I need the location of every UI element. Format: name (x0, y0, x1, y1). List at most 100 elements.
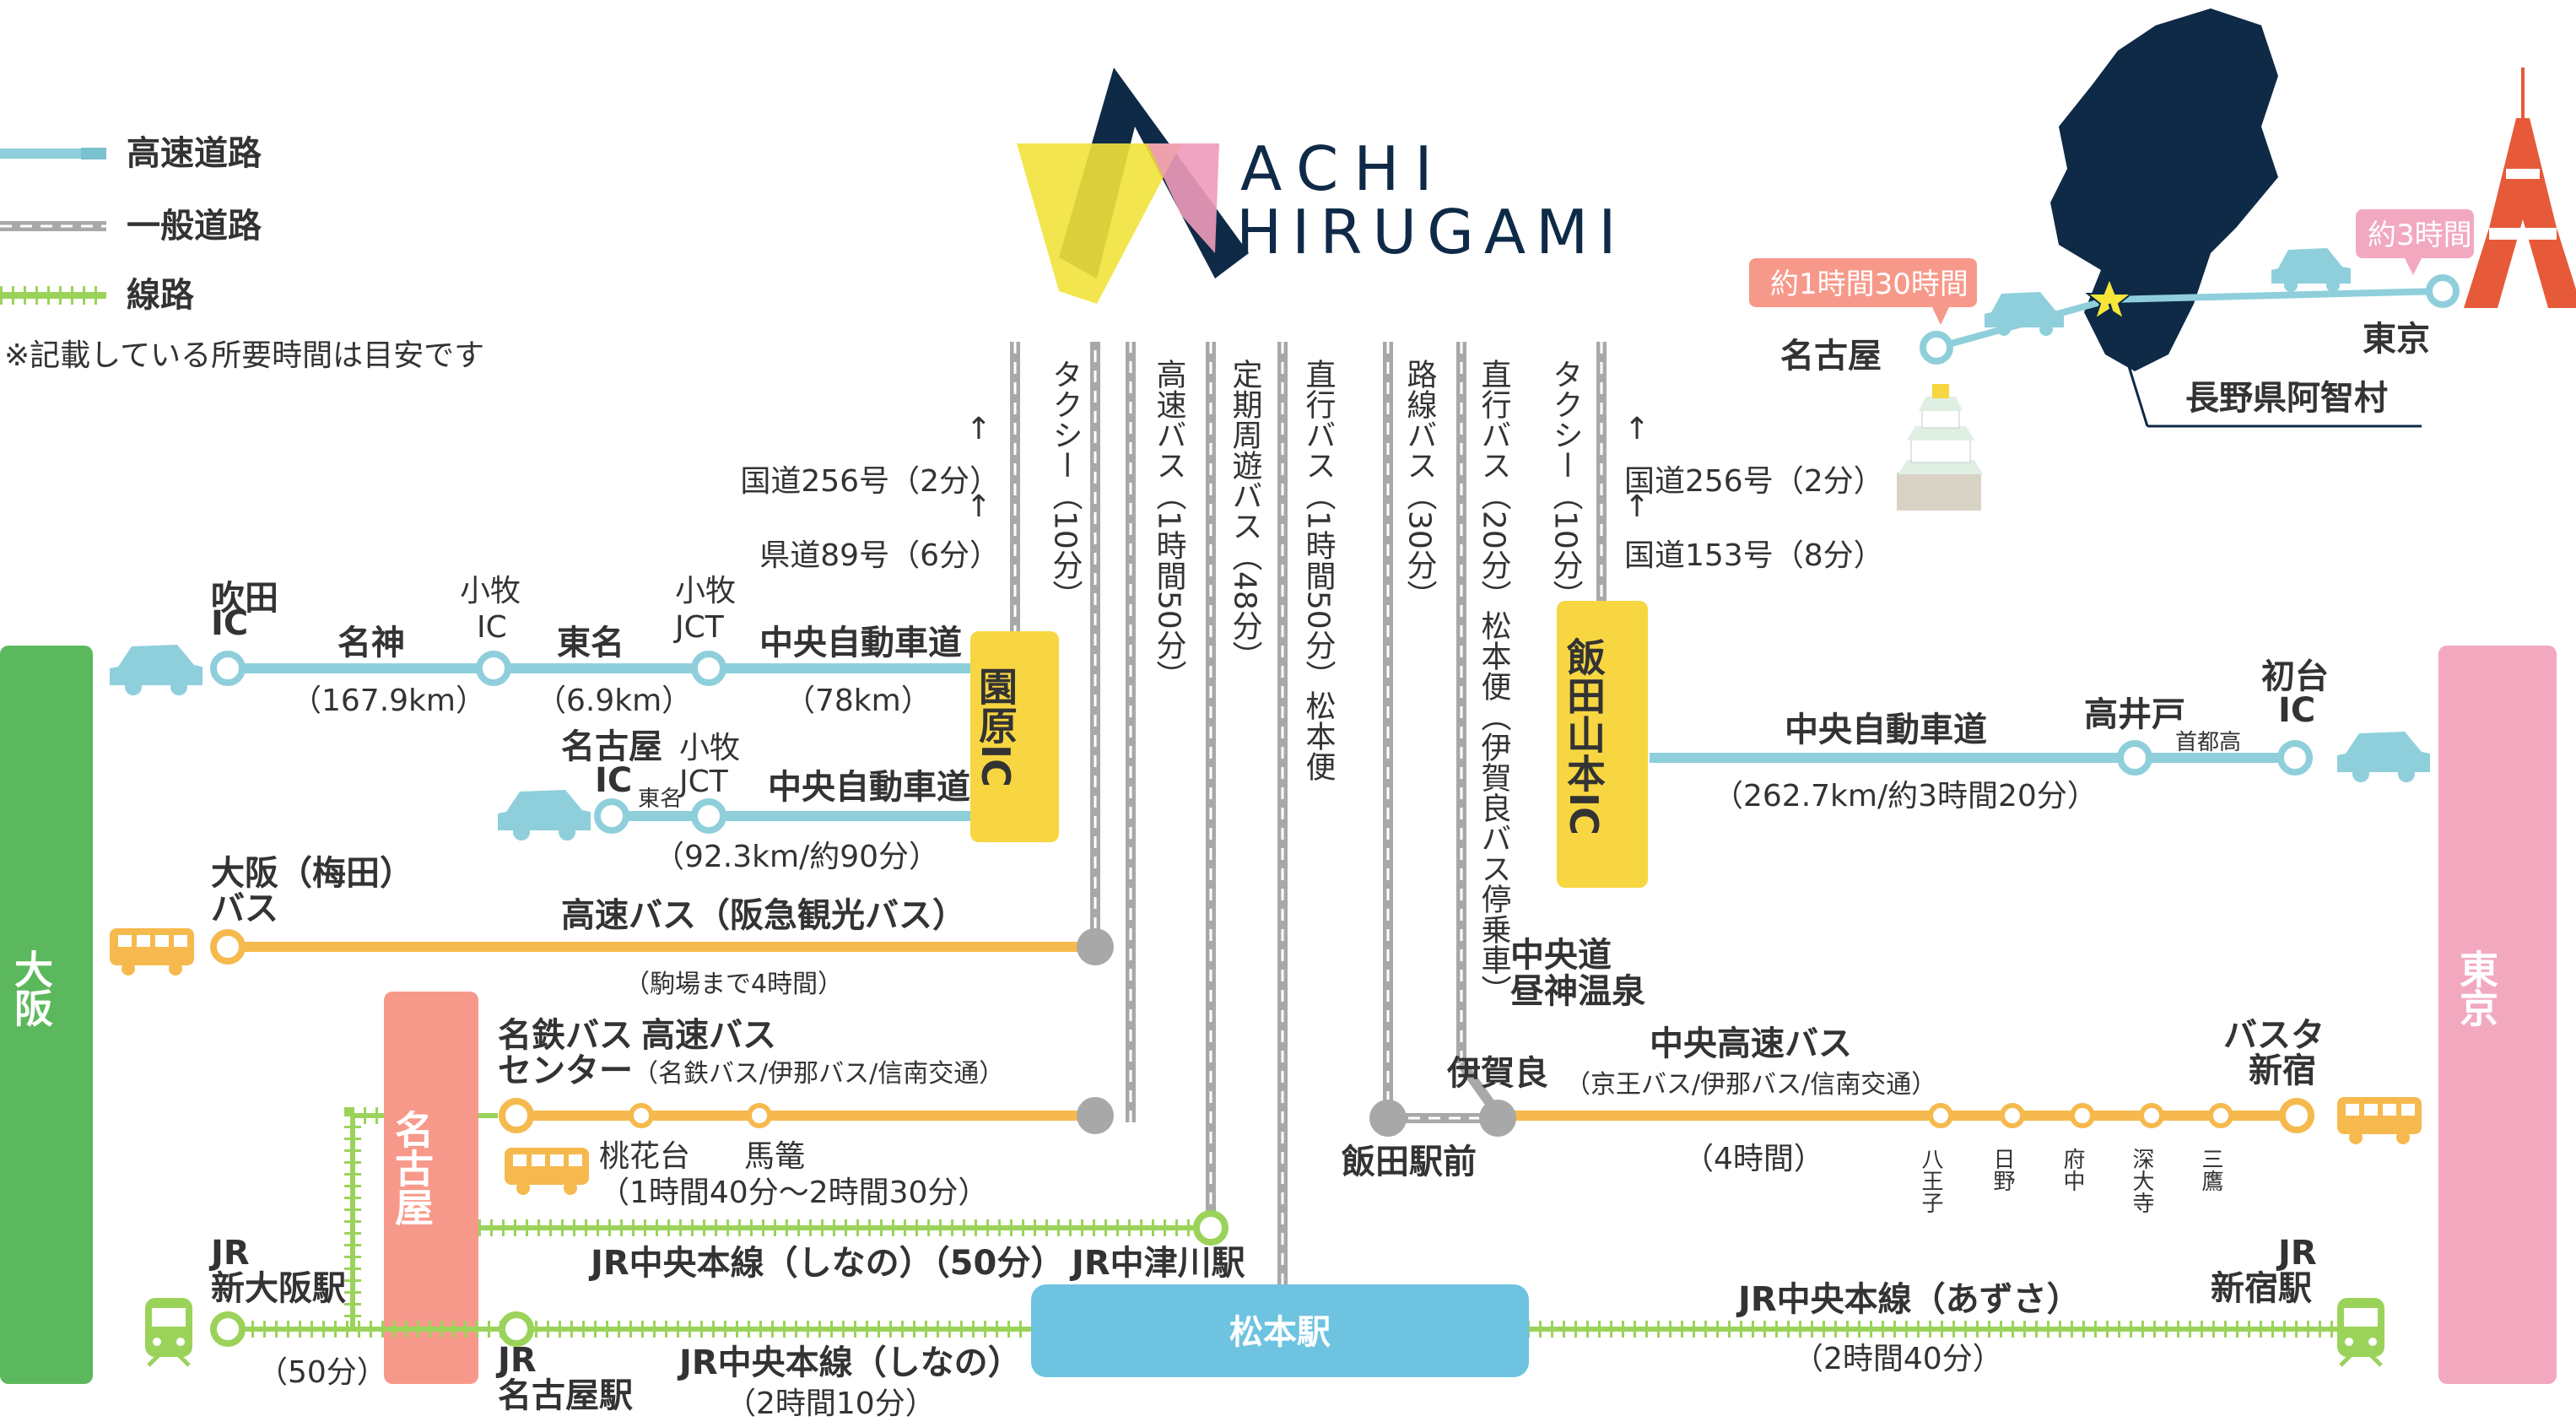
label-chuo-kosoku-bus: 中央高速バス (1650, 1024, 1852, 1063)
logo: ACHI HIRUGAMI (1017, 68, 1617, 304)
label-chuo-kosoku-bus-ops: （京王バス/伊那バス/信南交通） (1565, 1070, 1936, 1100)
arrow-up-1: ↑ (966, 412, 991, 446)
label-igara: 伊賀良 (1446, 1054, 1548, 1093)
label-tomei-dist: （6.9km） (536, 684, 692, 718)
inset-tokyo-label: 東京 (2363, 320, 2430, 359)
node-komaki-jct-2 (691, 798, 726, 834)
iida-yamamoto-ic-label: 飯田山本IC (1561, 637, 1607, 835)
inset-nagoya-dot (1920, 331, 1953, 365)
nagoya-callout-tail (1932, 307, 1949, 325)
label-chuo-expy-2-dist: （92.3km/約90分） (654, 840, 939, 874)
legend-road-label: 一般道路 (127, 207, 262, 246)
node-suita-ic (210, 651, 246, 686)
label-nagoya-bus-time: （1時間40分〜2時間30分） (599, 1176, 988, 1210)
nagoya-label: 名古屋 (389, 1110, 435, 1226)
sonohara-ic-box (970, 631, 1059, 842)
tokyo-tower-icon (2464, 68, 2576, 308)
node-hatsudai-ic (2277, 740, 2313, 776)
inset-nagoya-label: 名古屋 (1780, 337, 1882, 376)
label-takaido: 高井戸 (2084, 695, 2185, 734)
label-hatsudai-ic-2: IC (2278, 691, 2315, 730)
node-shin-osaka (210, 1311, 246, 1347)
label-komaki-jct2-2: JCT (678, 765, 729, 799)
label-kosoku-bus-ops: （名鉄バス/伊那バス/信南交通） (633, 1059, 1004, 1089)
car-icon-tokyo (2337, 732, 2430, 782)
osaka-label: 大阪 (8, 949, 54, 1028)
bus-icon-tokyo (2337, 1097, 2422, 1144)
label-kosoku-bus: 高速バス (641, 1016, 776, 1055)
tokyo-bar (2438, 646, 2557, 1384)
node-meitetsu-bus-center (499, 1098, 534, 1133)
node-nakatsugawa (1193, 1210, 1229, 1246)
label-chuo-expy-1: 中央自動車道 (759, 624, 962, 662)
legend: 高速道路 一般道路 線路 ※記載している所要時間は目安です (0, 134, 484, 373)
nagoya-bar (384, 992, 478, 1384)
nagoya-castle-icon (1897, 384, 1983, 511)
label-kosoku-bus-hankyu: 高速バス（阪急観光バス） (561, 896, 966, 935)
node-komaki-jct (691, 651, 726, 686)
logo-text-achi: ACHI (1240, 133, 1448, 204)
label-stop-mitaka: 三鷹 (2198, 1148, 2223, 1192)
label-jr-nagoya-2: 名古屋駅 (498, 1376, 633, 1415)
node-jindaiji (2139, 1103, 2164, 1128)
label-shin-osaka-2: 新大阪駅 (211, 1269, 346, 1308)
legend-note: ※記載している所要時間は目安です (4, 338, 484, 373)
node-igara (1479, 1100, 1516, 1137)
label-jr-shinjuku-1: JR (2276, 1234, 2317, 1273)
label-teiki-bus: 定期周遊バス（48分） (1228, 359, 1263, 671)
arrow-up-4: ↑ (1624, 489, 1650, 524)
node-komaki-ic (476, 651, 511, 686)
label-komaki-ic-1: 小牧 (460, 574, 521, 608)
node-nagoya-ic (594, 798, 629, 834)
logo-mark-pink (1148, 143, 1219, 253)
inset-map: 長野県阿智村 名古屋 東京 約1時間30時間 約3時間 (1749, 8, 2576, 511)
label-r256-right: 国道256号（2分） (1624, 464, 1884, 499)
inset-route-tokyo (2109, 288, 2444, 303)
label-hatsudai-ic-1: 初台 (2261, 657, 2329, 696)
label-tokadai: 桃花台 (599, 1139, 690, 1174)
label-chuo-hirugami-1: 中央道 (1510, 936, 1612, 975)
nagoya-time-label: 約1時間30時間 (1770, 268, 1968, 301)
label-jr-chuo-shinano-1: JR中央本線（しなの）（50分） (588, 1244, 1064, 1283)
node-magome (747, 1103, 772, 1128)
label-stop-jindaiji: 深大寺 (2129, 1148, 2154, 1213)
legend-rail-label: 線路 (127, 276, 195, 315)
label-chokko-bus-2: 直行バス（20分）松本便（伊賀良バス停乗車） (1477, 359, 1512, 1005)
label-jr-chuo-azusa: JR中央本線（あずさ） (1736, 1280, 2081, 1319)
node-mitaka (2208, 1103, 2233, 1128)
nagoya-time-callout (1749, 258, 1977, 307)
inset-car-icon-2 (2271, 248, 2351, 292)
achi-leader-line (2108, 303, 2149, 427)
matsumoto-station-label: 松本駅 (1229, 1313, 1331, 1352)
node-osaka-umeda (210, 929, 246, 965)
label-magome: 馬篭 (744, 1139, 805, 1174)
train-icon-osaka (145, 1298, 192, 1367)
sonohara-ic-label: 園原IC (973, 667, 1018, 787)
matsumoto-station-box (1031, 1284, 1529, 1377)
expressways (210, 651, 2313, 834)
node-komaba-junction (1077, 928, 1114, 965)
arrow-up-2: ↑ (966, 489, 991, 524)
label-stop-fuchu: 府中 (2060, 1148, 2085, 1192)
label-jr-chuo-azusa-time: （2時間40分） (1793, 1342, 2003, 1376)
train-icon-tokyo (2337, 1298, 2384, 1367)
osaka-bar (0, 646, 93, 1384)
label-kosoku-bus: 高速バス（1時間50分） (1152, 359, 1187, 690)
tokyo-label: 東京 (2454, 949, 2499, 1027)
label-jr-chuo-shinano-2-time: （2時間10分） (726, 1386, 936, 1421)
railways (210, 1107, 2346, 1347)
label-osaka-umeda-2: バス (211, 889, 278, 928)
label-four-hours: （4時間） (1683, 1142, 1824, 1176)
label-r256-left: 国道256号（2分） (740, 464, 1000, 499)
node-hachioji (1928, 1103, 1953, 1128)
inset-achi-label: 長野県阿智村 (2185, 379, 2388, 418)
car-icon-osaka (110, 645, 203, 695)
node-fuchu (2070, 1103, 2095, 1128)
label-komaki-ic-2: IC (477, 610, 507, 645)
legend-expressway-cap (81, 148, 106, 159)
label-stop-hachioji: 八王子 (1918, 1148, 1943, 1213)
label-komaki-jct-1: 小牧 (675, 574, 736, 608)
label-fifty-min: （50分） (257, 1355, 387, 1390)
car-icon-nagoya (498, 790, 591, 841)
